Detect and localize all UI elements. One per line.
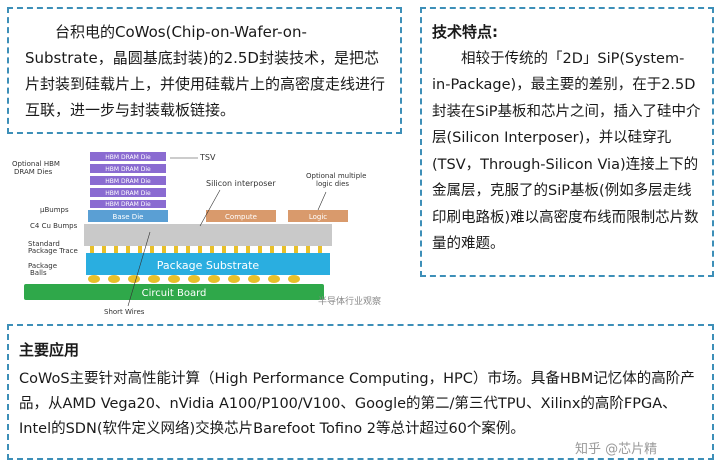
compute-die-label: Compute [225,213,257,221]
c4-bumps [90,246,322,253]
watermark-source: 半导体行业观察 [318,297,382,307]
base-die-label: Base Die [113,213,144,221]
watermark-zhihu: 知乎 @芯片精 [575,442,658,457]
hbm-stack: HBM DRAM Die HBM DRAM Die HBM DRAM Die H… [90,152,166,208]
silicon-interposer-label: Silicon interposer [206,179,276,188]
logic-die [288,210,348,222]
compute-die [206,210,276,222]
short-wires-label: Short Wires [104,308,145,316]
circuit-board-label: Circuit Board [142,288,207,299]
hbm-die-label: HBM DRAM Die [105,201,151,208]
logic-dies-pointer [317,191,327,211]
apps-text: CoWoS主要针对高性能计算（High Performance Computin… [19,371,695,437]
ubumps-label: µBumps [40,206,69,214]
tsv-label: TSV [199,153,216,162]
apps-heading: 主要应用 [19,341,80,359]
tech-text: 相较于传统的「2D」SiP(System-in-Package)，最主要的差别，… [432,50,701,253]
silicon-interposer [84,224,332,246]
silicon-interposer-pointer [199,189,221,227]
hbm-die-label: HBM DRAM Die [105,178,151,185]
hbm-die-label: HBM DRAM Die [105,154,151,161]
package-substrate-label: Package Substrate [157,259,260,272]
base-die [88,210,168,222]
logic-die-label: Logic [309,213,327,221]
intro-text: 台积电的CoWos(Chip-on-Wafer-on-Substrate，晶圆基… [25,23,386,119]
c4-label: C4 Cu Bumps [30,222,78,230]
circuit-board [24,284,324,300]
intro-box: 台积电的CoWos(Chip-on-Wafer-on-Substrate，晶圆基… [7,7,402,134]
cowos-diagram: Circuit Board Package Substrate Base Die… [12,152,366,316]
applications-box: 主要应用 CoWoS主要针对高性能计算（High Performance Com… [7,324,714,460]
hbm-die-label: HBM DRAM Die [105,166,151,173]
short-wires-pointer [127,231,151,307]
package-substrate [86,253,330,275]
package-balls [88,275,300,283]
tech-heading: 技术特点: [432,23,498,41]
tech-features-box: 技术特点: 相较于传统的「2D」SiP(System-in-Package)，最… [420,7,714,277]
hbm-die-label: HBM DRAM Die [105,190,151,197]
